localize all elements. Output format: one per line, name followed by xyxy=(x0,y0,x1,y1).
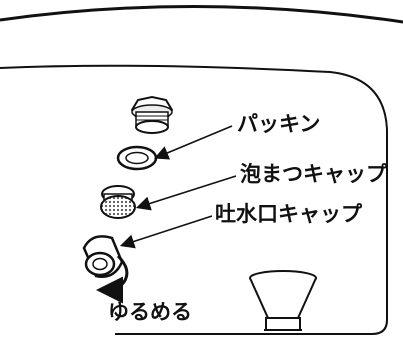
leader-line-spout-cap xyxy=(119,215,213,249)
label-packing: パッキン xyxy=(237,112,321,136)
foam-cap-part xyxy=(100,185,136,219)
label-spout-cap: 吐水口キャップ xyxy=(215,202,362,226)
sink-outline xyxy=(0,64,388,335)
label-foam-cap: 泡まつキャップ xyxy=(240,162,387,186)
faucet-funnel xyxy=(249,270,317,331)
label-loosen: ゆるめる xyxy=(108,300,192,324)
leader-line-packing xyxy=(154,125,233,160)
hex-nut-part xyxy=(130,95,174,134)
spout-cap-part xyxy=(82,235,124,278)
leader-line-foam-cap xyxy=(135,175,237,211)
rotation-arrow-icon xyxy=(96,254,129,304)
packing-ring-part xyxy=(116,145,158,171)
faucet-top-edge xyxy=(0,4,403,24)
